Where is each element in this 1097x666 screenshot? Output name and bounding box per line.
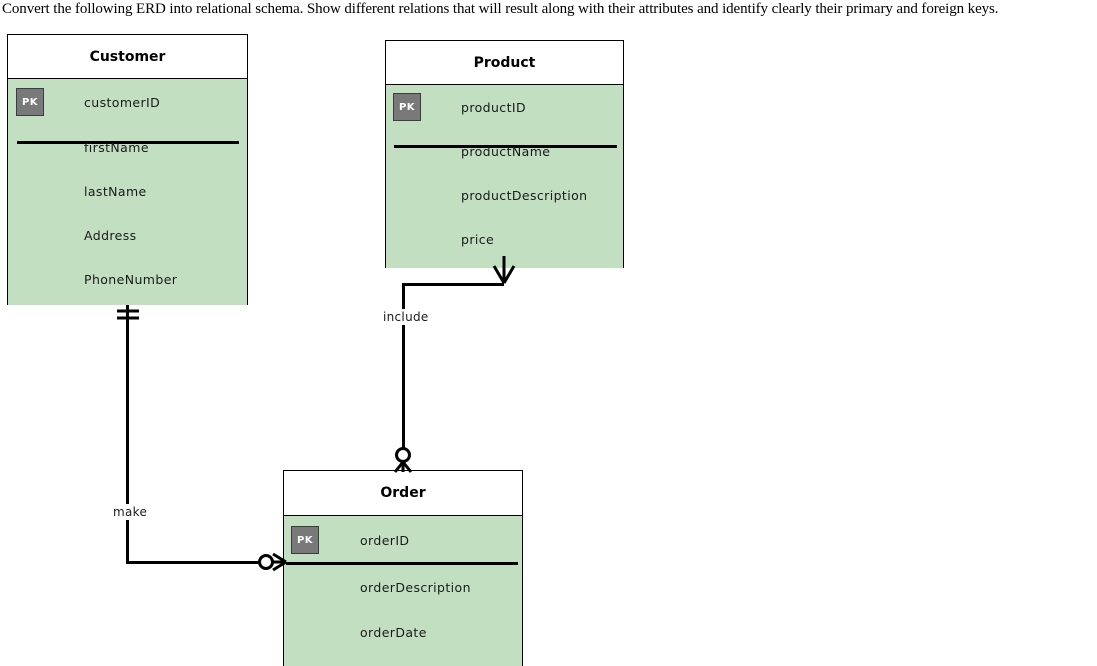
pk-separator-order [286,562,518,565]
attribute-label-customerid: customerID [84,94,161,110]
relationship-label-make: make [110,504,151,520]
attribute-label-orderid: orderID [360,532,410,548]
connector-make-vertical [126,305,129,563]
attribute-row-customer-phonenumber[interactable]: PhoneNumber [8,257,247,301]
entity-customer[interactable]: Customer PK customerID firstName lastNam… [7,34,248,305]
attribute-row-customer-lastname[interactable]: lastName [8,169,247,213]
attribute-row-product-productname[interactable]: productName [386,129,623,173]
pk-separator-customer [17,141,239,144]
attribute-label-productname: productName [461,143,551,159]
attribute-row-order-orderdescription[interactable]: orderDescription [284,564,522,610]
attribute-row-order-orderid[interactable]: PK orderID [284,516,522,564]
attribute-row-customer-firstname[interactable]: firstName [8,125,247,169]
attribute-label-phonenumber: PhoneNumber [84,271,178,287]
entity-product[interactable]: Product PK productID productName product… [385,40,624,268]
question-prompt: Convert the following ERD into relationa… [2,1,999,17]
erd-diagram: make include Customer PK customerID firs… [0,22,1097,666]
attribute-label-productid: productID [461,99,526,115]
entity-product-attributes: PK productID productName productDescript… [386,85,623,268]
attribute-label-address: Address [84,227,137,243]
pk-badge-order: PK [291,526,319,554]
notation-zero-or-many-include-order [393,447,413,473]
attribute-row-customer-customerid[interactable]: PK customerID [8,79,247,125]
attribute-row-product-productdescription[interactable]: productDescription [386,173,623,217]
pk-badge-customer: PK [16,88,44,116]
notation-one-and-only-one-customer [117,309,139,320]
attribute-label-orderdescription: orderDescription [360,579,471,595]
attribute-label-productdescription: productDescription [461,187,588,203]
entity-order[interactable]: Order PK orderID orderDescription orderD… [283,470,523,666]
attribute-label-price: price [461,231,495,247]
entity-product-title: Product [386,41,623,85]
connector-include-vertical [402,283,405,463]
attribute-label-lastname: lastName [84,183,147,199]
notation-one-or-many-product [492,256,516,284]
attribute-row-product-price[interactable]: price [386,217,623,261]
pk-separator-product [394,145,617,148]
attribute-row-order-orderdate[interactable]: orderDate [284,610,522,654]
notation-zero-or-many-order [258,552,287,572]
entity-customer-attributes: PK customerID firstName lastName Address… [8,79,247,305]
connector-make-horizontal [126,561,268,564]
attribute-row-product-productid[interactable]: PK productID [386,85,623,129]
pk-badge-product: PK [393,93,421,121]
entity-order-title: Order [284,471,522,516]
relationship-label-include: include [380,309,432,325]
connector-include-horizontal [402,283,504,286]
attribute-row-customer-address[interactable]: Address [8,213,247,257]
attribute-label-firstname: firstName [84,139,149,155]
entity-order-attributes: PK orderID orderDescription orderDate [284,516,522,666]
attribute-label-orderdate: orderDate [360,624,427,640]
entity-customer-title: Customer [8,35,247,79]
